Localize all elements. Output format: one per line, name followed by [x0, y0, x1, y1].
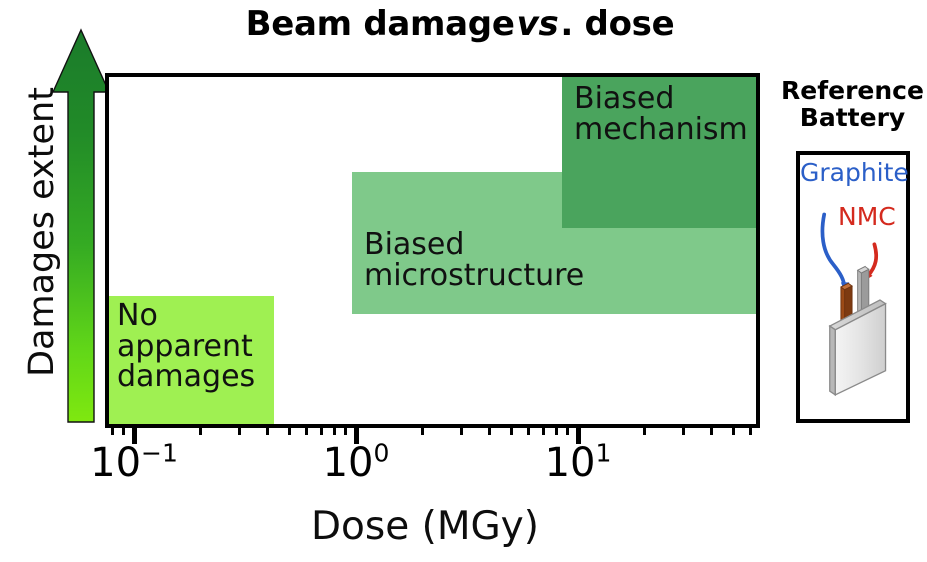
reference-battery-inset: Reference Battery: [780, 76, 925, 430]
x-tick-mantissa: 10: [322, 440, 374, 486]
plot-area: Biased microstructure Biased mechanism N…: [105, 73, 760, 428]
plot-inner: Biased microstructure Biased mechanism N…: [109, 77, 756, 424]
x-tick-mantissa: 10: [544, 440, 596, 486]
x-tick-minor: [199, 424, 203, 435]
inset-title: Reference Battery: [780, 76, 925, 132]
x-tick-exponent: 0: [373, 438, 390, 468]
x-tick-minor: [122, 424, 126, 435]
x-tick-minor: [554, 424, 558, 435]
battery-schematic: [796, 151, 910, 423]
x-tick-mantissa: 10: [90, 440, 142, 486]
damage-increase-arrow-icon: [50, 26, 112, 426]
x-tick-major: [131, 424, 137, 444]
region-label-biased-mechanism: Biased mechanism: [574, 81, 748, 147]
x-tick-minor: [266, 424, 270, 435]
x-tick-minor: [238, 424, 242, 435]
inset-label-graphite: Graphite: [800, 158, 909, 187]
x-tick-major: [575, 424, 581, 444]
x-tick-minor: [421, 424, 425, 435]
inset-label-nmc: NMC: [838, 202, 896, 231]
x-tick-minor: [710, 424, 714, 435]
x-tick-label-0: 10−1: [90, 440, 178, 486]
x-tick-exponent: −1: [141, 438, 178, 468]
inset-title-line2: Battery: [799, 102, 906, 132]
x-tick-minor: [287, 424, 291, 435]
region-label-no-apparent-damages: No apparent damages: [117, 298, 256, 395]
title-text-leading: Beam damage: [245, 4, 515, 44]
x-axis-ticks: [105, 424, 760, 448]
region-label-biased-microstructure: Biased microstructure: [364, 227, 585, 293]
title-vs-italic: vs: [516, 4, 559, 44]
x-tick-minor: [320, 424, 324, 435]
figure-title: Beam damage vs. dose: [150, 1, 770, 47]
x-tick-minor: [488, 424, 492, 435]
x-tick-minor: [682, 424, 686, 435]
x-axis-label: Dose (MGy): [311, 503, 539, 549]
x-tick-label-1: 100: [323, 440, 390, 486]
x-tick-minor: [344, 424, 348, 435]
x-tick-label-2: 101: [545, 440, 612, 486]
x-tick-minor: [305, 424, 309, 435]
x-tick-minor: [749, 424, 753, 435]
x-tick-minor: [509, 424, 513, 435]
x-tick-minor: [542, 424, 546, 435]
x-tick-minor: [460, 424, 464, 435]
x-tick-minor: [332, 424, 336, 435]
x-tick-minor: [731, 424, 735, 435]
x-tick-exponent: 1: [595, 438, 612, 468]
x-tick-major: [353, 424, 359, 444]
x-tick-minor: [110, 424, 114, 435]
title-text-trailing: . dose: [560, 4, 675, 44]
region-biased-mechanism: Biased mechanism: [562, 77, 756, 228]
x-tick-minor: [566, 424, 570, 435]
x-tick-minor: [527, 424, 531, 435]
region-no-apparent-damages: No apparent damages: [109, 296, 274, 424]
x-tick-minor: [643, 424, 647, 435]
inset-title-line1: Reference: [781, 76, 924, 105]
